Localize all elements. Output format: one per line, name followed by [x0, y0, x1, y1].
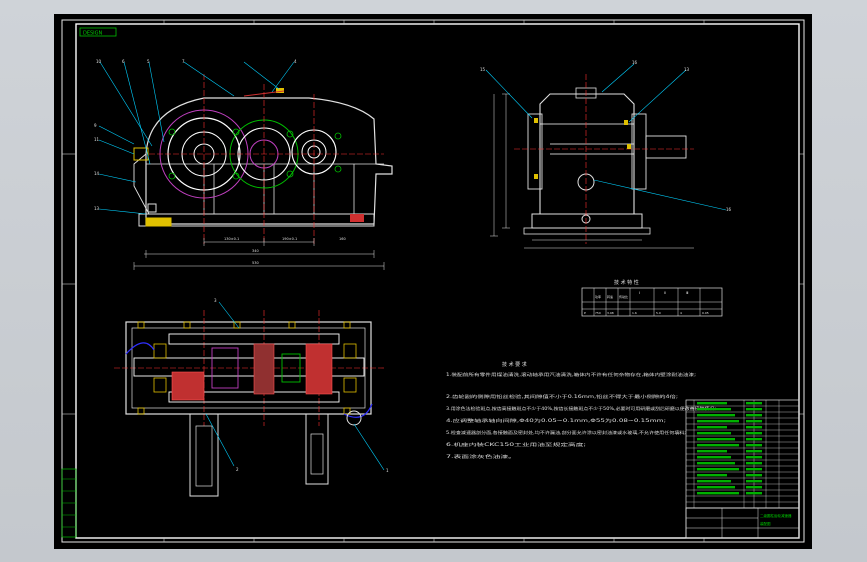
parts-entry	[697, 444, 739, 447]
spec-cell: 3.98	[607, 311, 614, 315]
part-number: 15	[480, 67, 486, 72]
parts-entry	[746, 402, 762, 405]
dim-label: 340	[252, 249, 259, 253]
parts-entry	[697, 492, 739, 495]
spec-header: Ⅰ	[639, 291, 640, 295]
parts-entry	[697, 408, 731, 411]
spec-header: Ⅱ	[664, 291, 666, 295]
plan-view[interactable]: 3 2 1	[114, 298, 389, 497]
tech-req-line: 2.齿轮副的侧隙用铅丝检验,其间隙值不小于0.16mm,铅丝不得大于最小侧隙的4…	[446, 393, 678, 399]
title-tag-box	[79, 27, 117, 37]
spec-cell: 0.05	[702, 311, 709, 315]
parts-entry	[697, 450, 727, 453]
tech-req-line: 7.表面涂灰色油漆。	[446, 453, 516, 459]
spec-cell: 5.0	[656, 311, 661, 315]
part-number: 3	[214, 298, 217, 303]
front-view[interactable]: 130±0.1 190±0.1 160 340 530 10 6 5 7 4	[94, 59, 393, 270]
parts-entry	[746, 426, 762, 429]
part-number: 1	[386, 468, 389, 473]
tech-spec-table[interactable]: 技 术 特 性 功率 转速 传动比 Ⅰ Ⅱ Ⅲ P 750 3.98 1.6	[581, 279, 723, 317]
drawing-sheet[interactable]: DESIGN	[54, 14, 812, 549]
tech-req-line: 6.机座内装CKC150工业用油至规定高度;	[446, 441, 586, 447]
tech-requirements[interactable]: 技 术 要 求 1.装配前所有零件用煤油清洗,滚动轴承用汽油清洗,箱体内不许有任…	[446, 361, 716, 459]
tech-req-line: 1.装配前所有零件用煤油清洗,滚动轴承用汽油清洗,箱体内不许有任何杂物存在,箱体…	[446, 371, 696, 377]
dim-label: 190±0.1	[282, 237, 297, 241]
part-number: 11	[94, 137, 100, 142]
parts-entry	[697, 432, 731, 435]
parts-entry	[697, 462, 735, 465]
parts-entry	[697, 426, 727, 429]
parts-entry	[746, 480, 762, 483]
parts-entry	[746, 444, 762, 447]
parts-entry	[746, 468, 762, 471]
part-number: 14	[94, 171, 100, 176]
parts-entry	[746, 408, 762, 411]
dim-label: 130±0.1	[224, 237, 239, 241]
tech-req-line: 4.应调整轴承轴向间隙,Φ40为0.05~0.1mm,Φ55为0.08~0.15…	[446, 417, 666, 423]
parts-entry	[746, 492, 762, 495]
parts-entry	[697, 468, 739, 471]
tech-req-line: 5.检查减速器剖分面,各接触面及密封处,均不许漏油,剖分面允许涂以密封油漆或水玻…	[446, 429, 686, 435]
parts-entry	[697, 414, 735, 417]
parts-entry	[697, 486, 735, 489]
tech-spec-title: 技 术 特 性	[614, 279, 639, 286]
drawing-type: 装配图	[760, 521, 771, 526]
side-view[interactable]: 15 16 13 16	[480, 60, 732, 249]
spec-header: 转速	[607, 294, 613, 299]
parts-entry	[746, 474, 762, 477]
part-number: 7	[182, 59, 185, 64]
spec-header: Ⅲ	[686, 291, 689, 295]
dim-label: 160	[339, 237, 346, 241]
parts-entry	[697, 456, 731, 459]
spec-cell: P	[584, 311, 586, 315]
parts-entry	[746, 486, 762, 489]
parts-entry	[746, 462, 762, 465]
part-number: 5	[147, 59, 150, 64]
tech-req-title: 技 术 要 求	[502, 361, 527, 368]
parts-entry	[746, 450, 762, 453]
title-tag: DESIGN	[83, 31, 103, 37]
parts-entry	[746, 420, 762, 423]
part-number: 13	[94, 206, 100, 211]
margin-block	[61, 468, 77, 538]
parts-entry	[697, 480, 731, 483]
parts-entry	[746, 432, 762, 435]
parts-entry	[697, 402, 727, 405]
parts-list[interactable]	[685, 399, 800, 509]
part-number: 4	[294, 59, 297, 64]
part-number: 13	[684, 67, 690, 72]
spec-cell: 750	[595, 311, 601, 315]
drawing-frame	[75, 23, 800, 539]
parts-entry	[697, 438, 735, 441]
drawing-canvas: DESIGN	[61, 19, 805, 543]
part-number: 2	[236, 467, 239, 472]
drawing-name: 二级圆柱齿轮减速器	[760, 513, 792, 518]
parts-entry	[746, 414, 762, 417]
part-number: 10	[96, 59, 102, 64]
spec-cell: 4	[680, 311, 682, 315]
zone-ticks	[62, 20, 804, 542]
spec-cell: 1.6	[632, 311, 637, 315]
tech-req-line: 3.用涂色法检验斑点,按齿高接触斑点不少于40%,按齿长接触斑点不少于50%,必…	[446, 405, 716, 411]
part-number: 16	[726, 207, 732, 212]
spec-header: 传动比	[619, 294, 628, 299]
title-block[interactable]: 二级圆柱齿轮减速器 装配图	[685, 507, 800, 539]
part-number: 9	[94, 123, 97, 128]
parts-entry	[746, 456, 762, 459]
part-number: 16	[632, 60, 638, 65]
part-number: 6	[122, 59, 125, 64]
spec-header: 功率	[595, 294, 601, 299]
parts-entry	[697, 420, 739, 423]
sheet-border	[61, 19, 805, 543]
parts-entry	[746, 438, 762, 441]
dim-label: 530	[252, 261, 259, 265]
parts-entry	[697, 474, 727, 477]
